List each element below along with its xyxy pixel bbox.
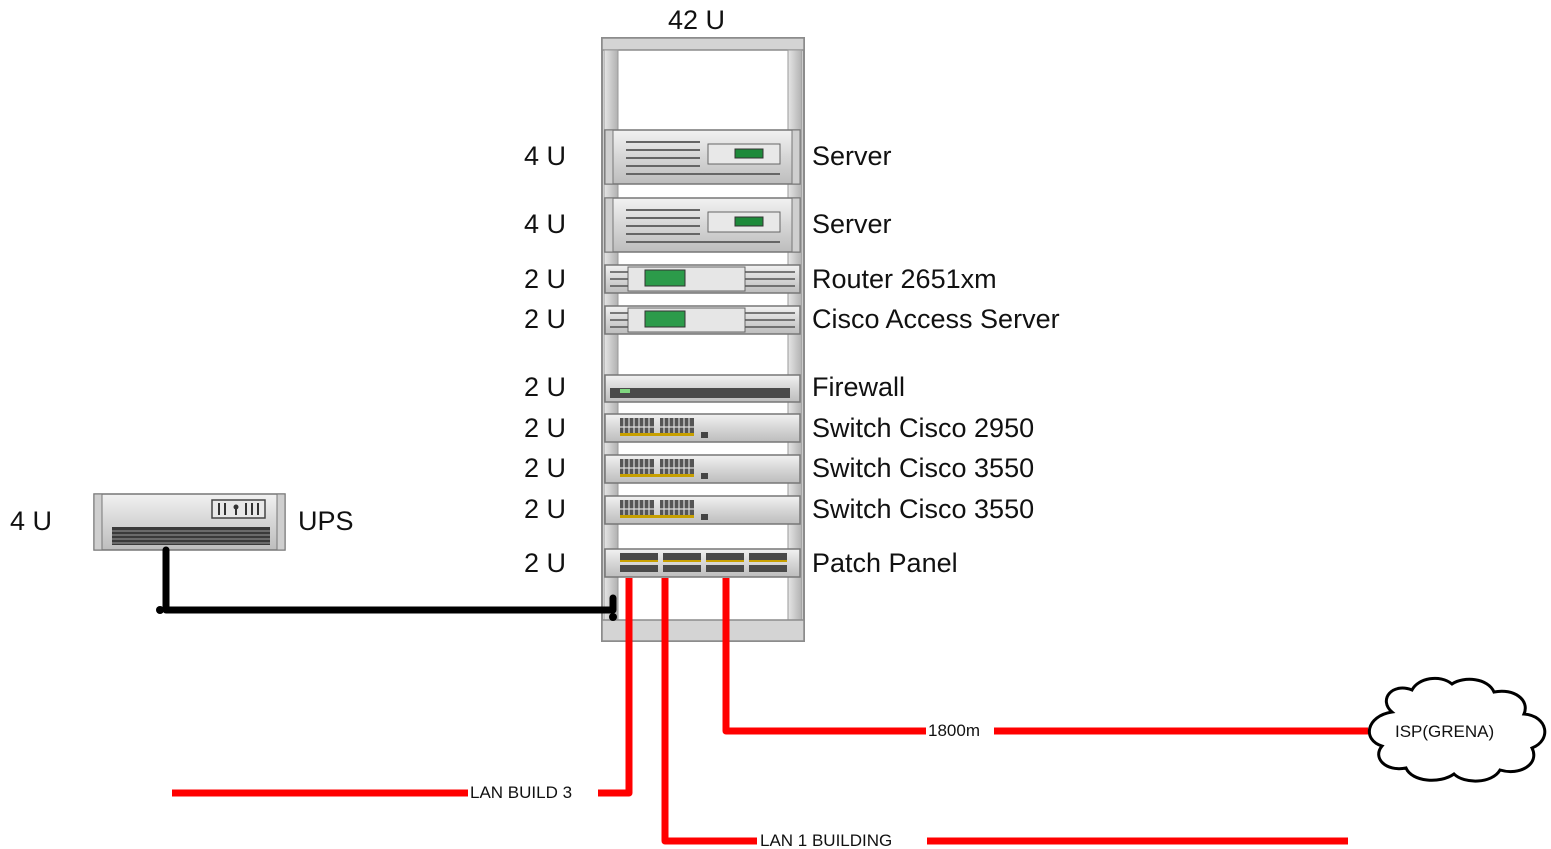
router-module-icon (644, 269, 686, 287)
ups (93, 493, 286, 551)
device-units-label: 2 U (524, 304, 566, 334)
isp-cloud-label: ISP(GRENA) (1395, 722, 1494, 741)
device-units-label: 2 U (524, 453, 566, 483)
rack-top-bar (601, 37, 805, 51)
patch-panel (604, 548, 801, 578)
isp-cloud-icon (1367, 676, 1547, 783)
access-server-module-icon (644, 310, 686, 328)
cable-lan-1-building-label: LAN 1 BUILDING (760, 831, 892, 849)
power-cable (162, 546, 617, 614)
device-name-label: Cisco Access Server (812, 304, 1060, 334)
device-units-label: 4 U (524, 209, 566, 239)
ups-name-label: UPS (298, 506, 354, 536)
device-name-label: Switch Cisco 3550 (812, 494, 1034, 524)
rack-bottom-bar (601, 619, 805, 642)
device-units-label: 2 U (524, 264, 566, 294)
cable-lan-build-3-label: LAN BUILD 3 (470, 783, 572, 802)
cable-lan-1-building (661, 578, 1348, 845)
rack-height-label: 42 U (668, 5, 725, 35)
device-name-label: Switch Cisco 3550 (812, 453, 1034, 483)
device-name-label: Router 2651xm (812, 264, 997, 294)
switch-cisco-3550-b (604, 495, 801, 525)
switch-cisco-2950 (604, 413, 801, 443)
device-name-label: Patch Panel (812, 548, 958, 578)
cable-lan-build-3 (172, 578, 633, 797)
server-2 (604, 197, 801, 253)
device-units-label: 2 U (524, 494, 566, 524)
cable-isp (722, 578, 1368, 735)
firewall (604, 374, 801, 403)
router-2651xm (604, 264, 801, 294)
device-name-label: Firewall (812, 372, 905, 402)
device-units-label: 2 U (524, 548, 566, 578)
server-1 (604, 129, 801, 185)
device-name-label: Switch Cisco 2950 (812, 413, 1034, 443)
device-name-label: Server (812, 209, 892, 239)
device-units-label: 2 U (524, 413, 566, 443)
switch-cisco-3550-a (604, 454, 801, 484)
cisco-access-server (604, 305, 801, 335)
device-units-label: 4 U (524, 141, 566, 171)
cable-isp-label: 1800m (928, 721, 980, 740)
device-name-label: Server (812, 141, 892, 171)
device-units-label: 2 U (524, 372, 566, 402)
ups-units-label: 4 U (10, 506, 52, 536)
